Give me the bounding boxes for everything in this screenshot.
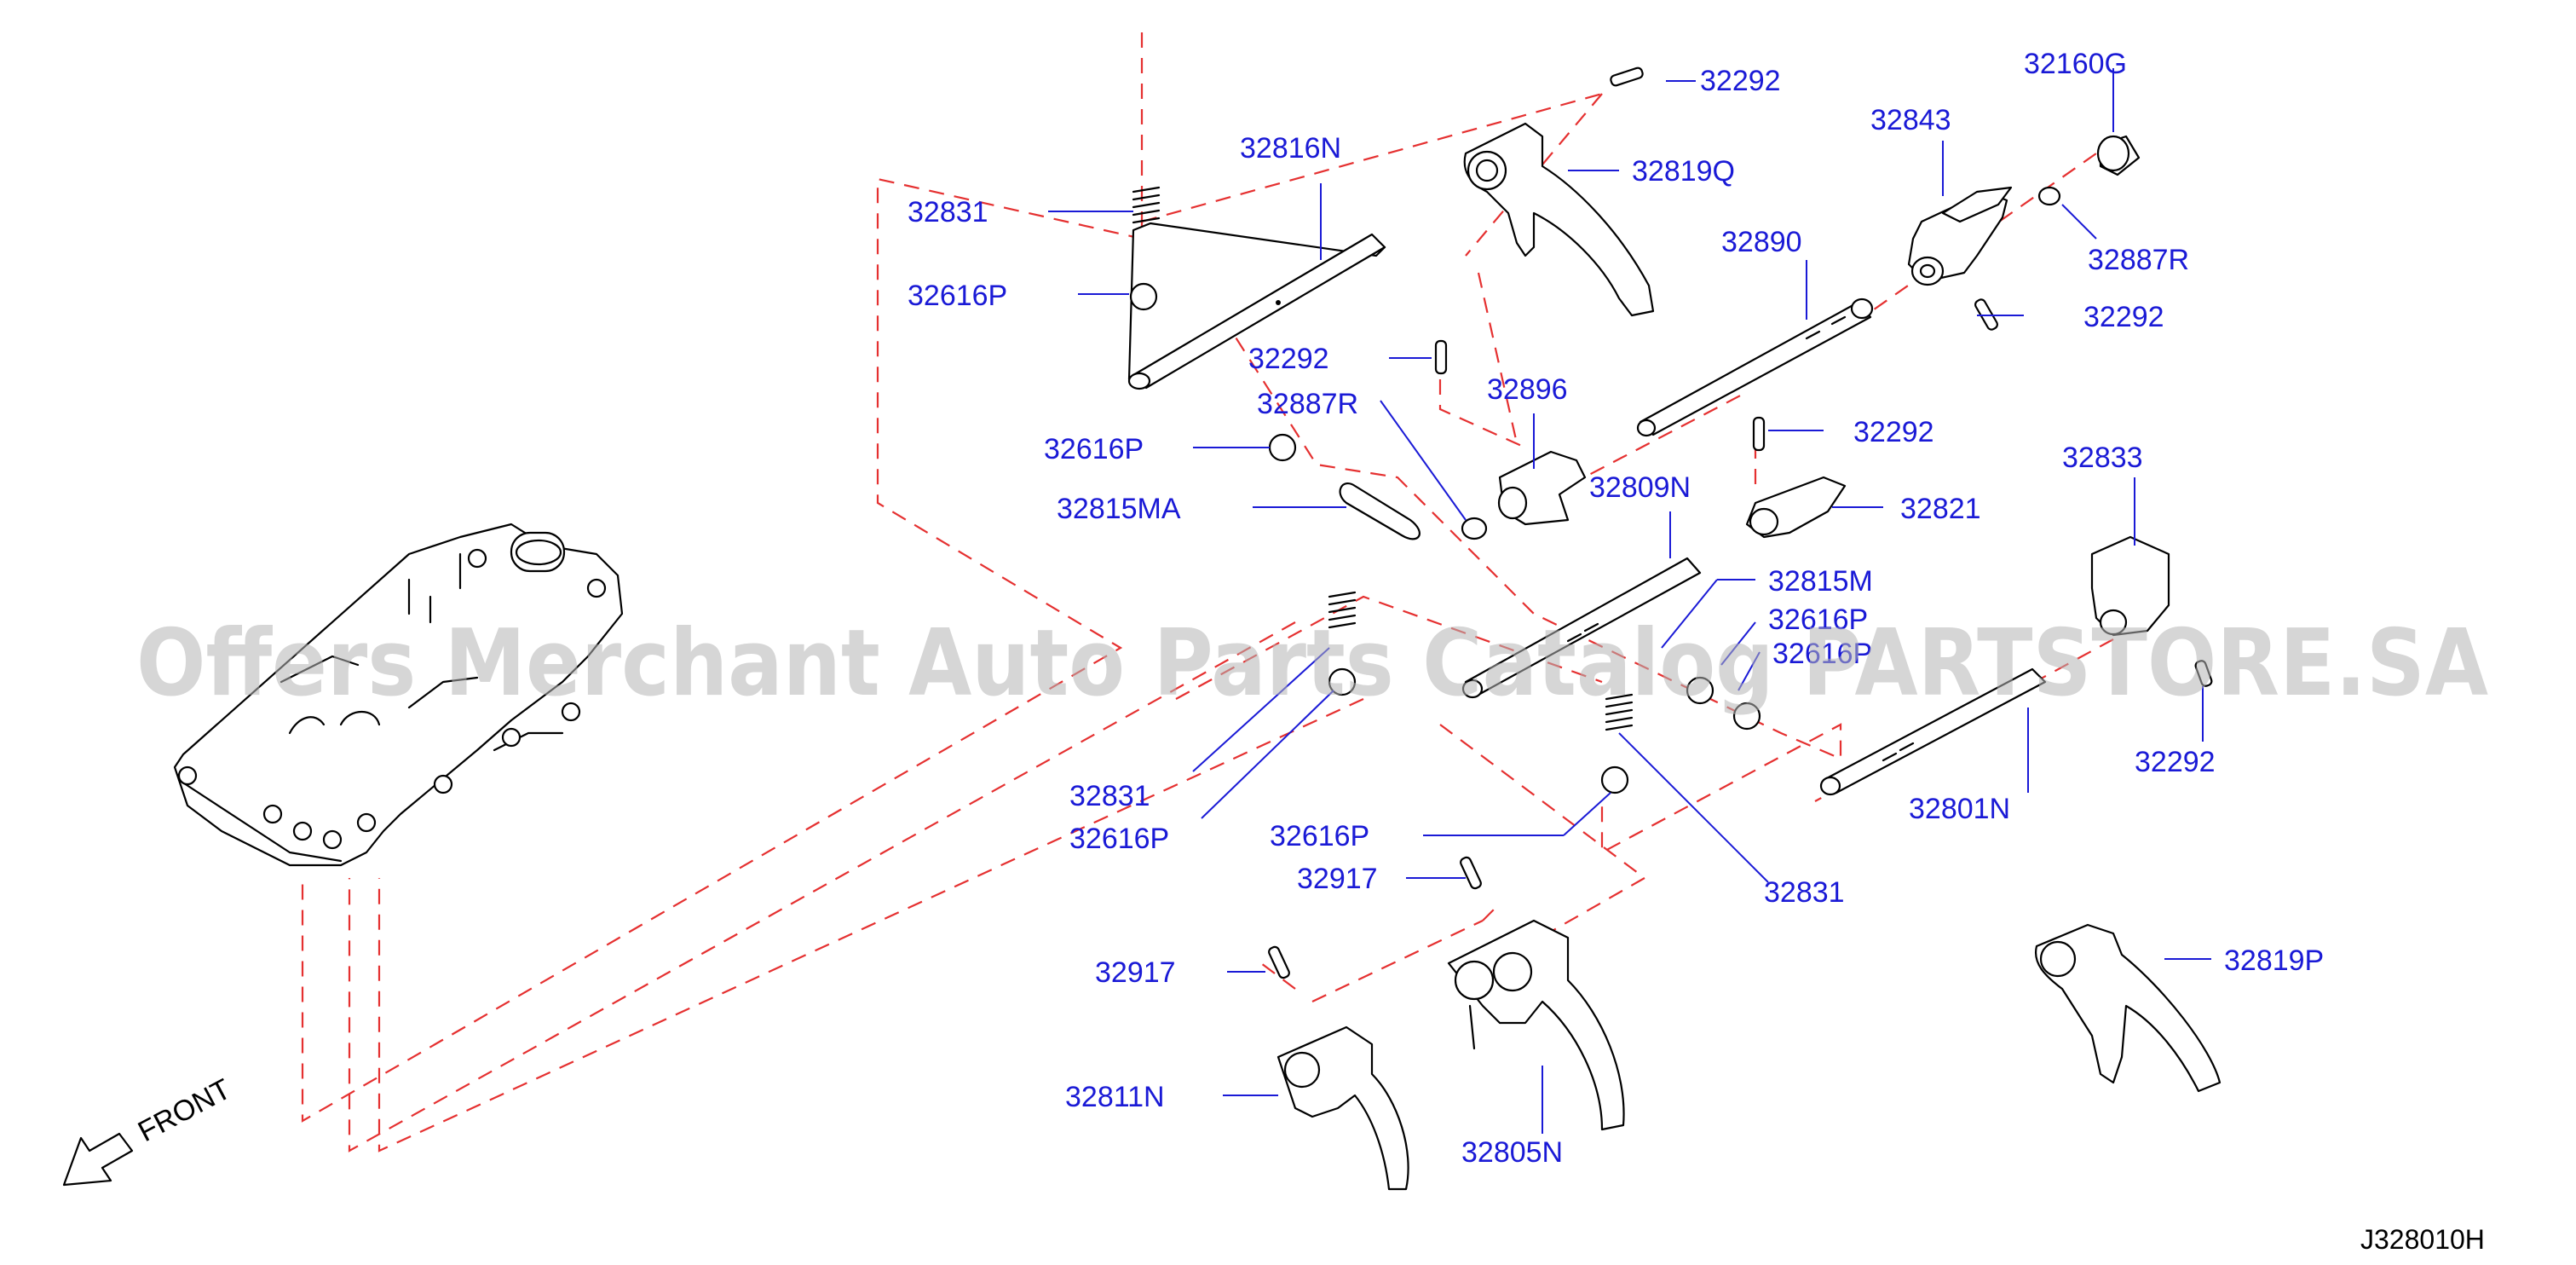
shift-head-32896 [1497, 450, 1587, 526]
diagram-code: J328010H [2360, 1224, 2485, 1255]
label-part-number[interactable]: 32831 [1069, 780, 1150, 812]
pin-32292-mid [1434, 339, 1448, 375]
label-part-number[interactable]: 32896 [1487, 373, 1568, 406]
label-part-number[interactable]: 32292 [1853, 416, 1934, 448]
front-label: FRONT [133, 1073, 236, 1149]
collar-32160G [2096, 135, 2141, 176]
spring-32831-low [1605, 693, 1634, 731]
watermark-text: Offers Merchant Auto Parts Catalog PARTS… [136, 610, 2488, 717]
label-part-number[interactable]: 32292 [2083, 301, 2164, 333]
ball-32616P-4 [1600, 765, 1629, 794]
shift-rod-32890 [1636, 297, 1874, 437]
pin-32917-2 [1268, 945, 1290, 979]
label-part-number[interactable]: 32815MA [1057, 493, 1181, 525]
label-part-number[interactable]: 32887R [2088, 244, 2189, 276]
fork-32805N [1447, 919, 1625, 1131]
fork-32819Q [1463, 122, 1655, 317]
shift-rod-32801N [1819, 667, 2047, 796]
washer-32887R-left [1461, 517, 1488, 540]
label-part-number[interactable]: 32890 [1721, 226, 1802, 258]
plunger-32815MA [1339, 482, 1421, 540]
pin-32292-far-right [2194, 660, 2213, 687]
label-part-number[interactable]: 32801N [1909, 793, 2010, 825]
lever-32843 [1907, 186, 2013, 286]
pin-32292-center [1752, 416, 1766, 452]
front-arrow: FRONT [62, 1073, 236, 1187]
label-part-number[interactable]: 32616P [1069, 823, 1169, 855]
label-part-number[interactable]: 32833 [2062, 442, 2143, 474]
label-part-number[interactable]: 32815M [1768, 565, 1873, 598]
washer-32887R-right [2037, 186, 2061, 206]
label-part-number[interactable]: 32616P [1044, 433, 1144, 465]
label-part-number[interactable]: 32616P [908, 280, 1007, 312]
shift-rod-32809N [1461, 557, 1702, 699]
label-part-number[interactable]: 32616P [1270, 820, 1369, 852]
shift-rod-32816N [1127, 222, 1386, 390]
label-part-number[interactable]: 32819Q [1632, 155, 1735, 188]
label-part-number[interactable]: 32917 [1095, 956, 1176, 989]
spring-32831-mid [1328, 591, 1357, 629]
label-part-number[interactable]: 32819P [2224, 944, 2324, 977]
block-32833 [2090, 535, 2170, 637]
label-part-number[interactable]: 32887R [1257, 388, 1358, 420]
spring-32831-top [1132, 186, 1161, 224]
label-part-number[interactable]: 32160G [2024, 48, 2127, 80]
ball-32616P-6 [1732, 702, 1761, 731]
fork-32819P [2034, 923, 2222, 1093]
label-part-number[interactable]: 32292 [2135, 746, 2216, 778]
leader-lines [1048, 68, 2211, 1134]
label-part-number[interactable]: 32616P [1768, 604, 1868, 636]
ball-32616P-1 [1129, 282, 1158, 311]
label-part-number[interactable]: 32831 [908, 196, 988, 228]
block-32821 [1745, 476, 1847, 539]
label-part-number[interactable]: 32816N [1240, 132, 1341, 165]
part-labels: 32292 32160G 32843 32816N 32819Q 32831 3… [908, 48, 2324, 1169]
ball-32616P-5 [1686, 676, 1714, 705]
pin-32292-top [1610, 66, 1644, 87]
label-part-number[interactable]: 32843 [1870, 104, 1951, 136]
ball-32616P-3 [1328, 667, 1357, 696]
control-housing [173, 523, 624, 867]
ball-32616P-2 [1268, 433, 1297, 462]
fork-32811N [1276, 1025, 1409, 1191]
pin-32917-1 [1460, 856, 1482, 890]
label-part-number[interactable]: 32809N [1589, 471, 1691, 504]
label-part-number[interactable]: 32805N [1461, 1136, 1563, 1169]
label-part-number[interactable]: 32831 [1764, 876, 1845, 909]
label-part-number[interactable]: 32811N [1065, 1081, 1165, 1113]
label-part-number[interactable]: 32917 [1297, 863, 1378, 895]
label-part-number[interactable]: 32821 [1900, 493, 1981, 525]
label-part-number[interactable]: 32292 [1700, 65, 1781, 97]
label-part-number[interactable]: 32292 [1248, 343, 1329, 375]
label-part-number[interactable]: 32616P [1772, 638, 1872, 670]
